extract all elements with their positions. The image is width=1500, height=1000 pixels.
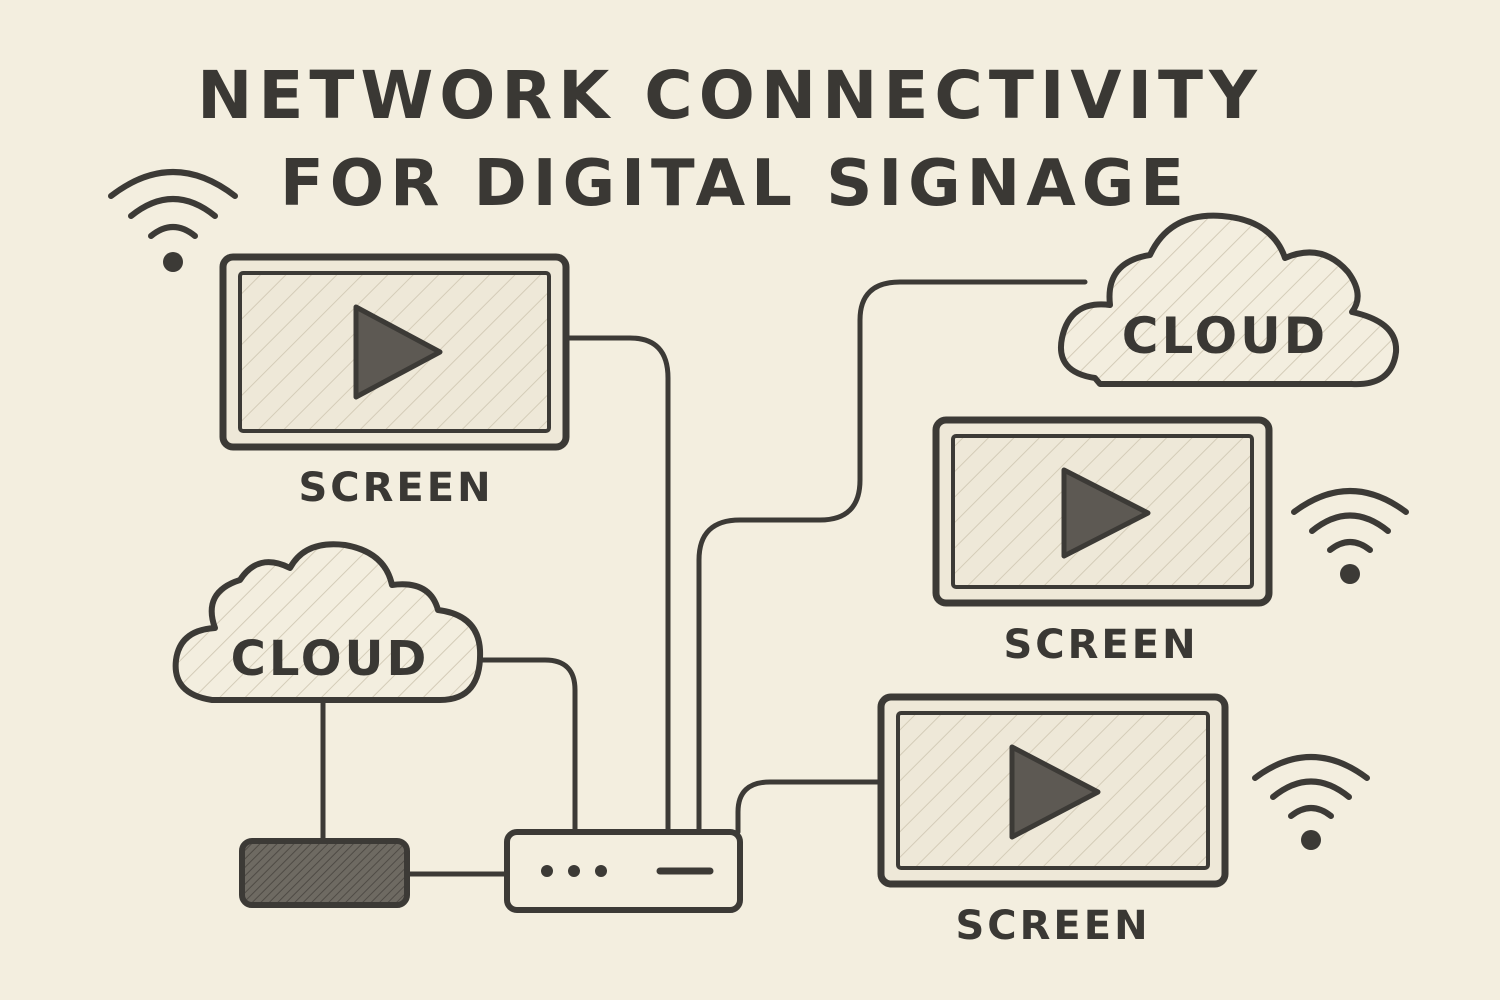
connection-cloud-left-router (479, 657, 578, 835)
connection-router-screen-bottom-right (735, 779, 883, 835)
play-icon (353, 304, 443, 400)
cloud-left-label: CLOUD (231, 631, 430, 687)
router-icon (504, 829, 743, 913)
wifi-icon (1252, 754, 1370, 850)
connection-screen-top-left-router (565, 335, 671, 835)
screen-right-middle (932, 416, 1273, 607)
media-player-icon (239, 838, 410, 908)
play-icon (1009, 744, 1101, 840)
connections (320, 279, 1088, 877)
title-line-2: FOR DIGITAL SIGNAGE (280, 147, 1190, 221)
wifi-icon (108, 169, 238, 272)
cloud-top-right (1058, 212, 1400, 388)
connection-router-cloud-top-right (696, 279, 1088, 835)
screen-top-left (219, 253, 570, 451)
screen-top-left-label: SCREEN (298, 465, 493, 511)
screen-bottom-right (877, 693, 1229, 888)
wifi-icon (1291, 488, 1409, 584)
cloud-left (172, 541, 484, 703)
title-line-1: NETWORK CONNECTIVITY (197, 57, 1263, 134)
screen-right-middle-label: SCREEN (1003, 622, 1198, 668)
cloud-top-right-label: CLOUD (1122, 307, 1328, 365)
play-icon (1061, 467, 1151, 559)
screen-bottom-right-label: SCREEN (955, 903, 1150, 949)
